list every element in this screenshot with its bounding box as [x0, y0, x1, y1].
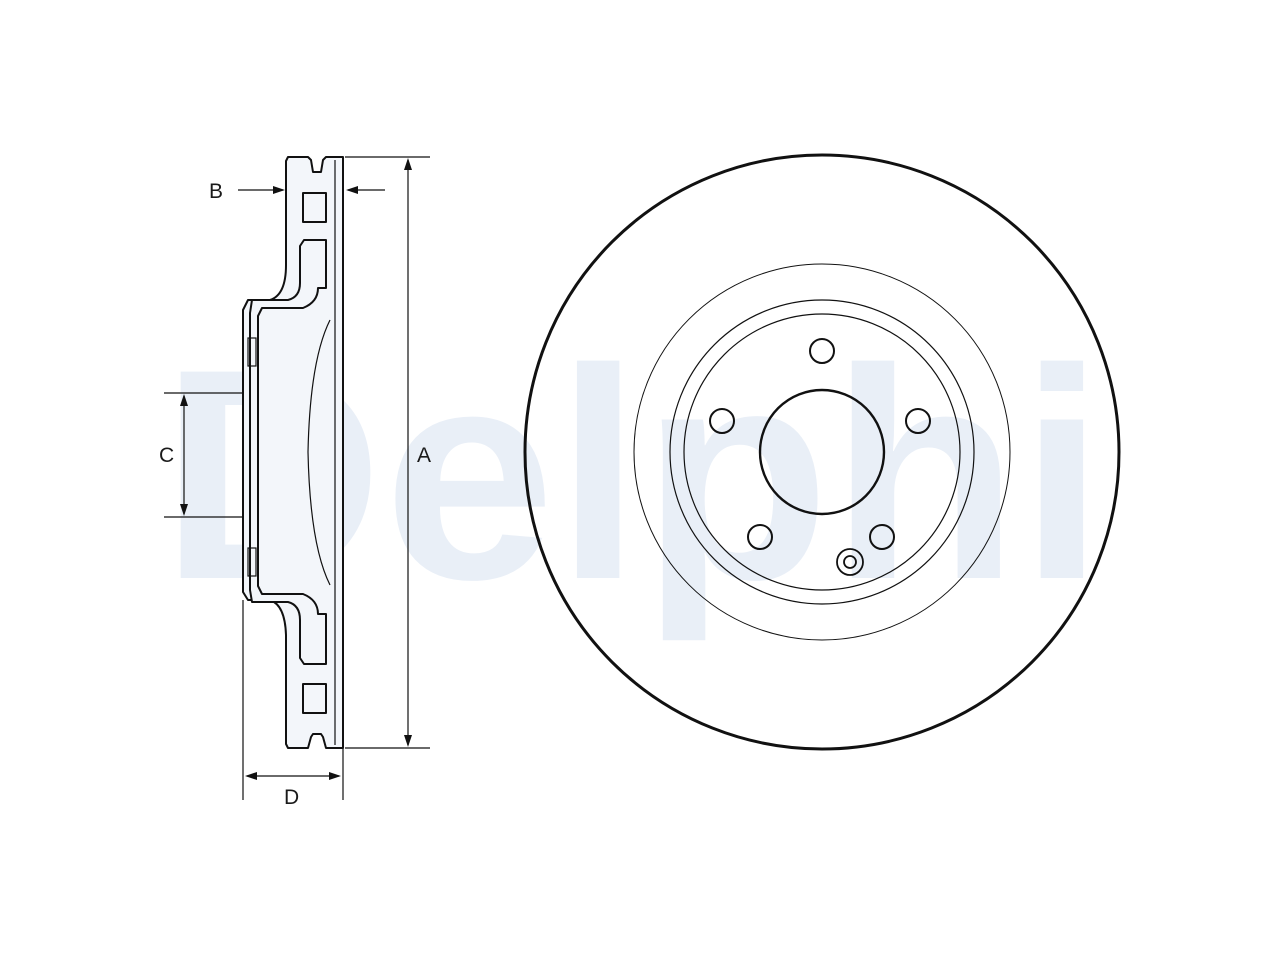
bolt-hole-lower-left: [747, 524, 773, 550]
dim-a-arrow-bottom: [404, 735, 412, 747]
hat-inner-edge: [683, 313, 961, 591]
dim-b-arrowhead-left: [273, 186, 285, 194]
lower-vent: [302, 683, 327, 714]
locating-hole-outer: [836, 548, 864, 576]
hat-outer-edge: [669, 299, 975, 605]
locating-hole-inner: [843, 555, 857, 569]
hub-upper-step: [247, 337, 257, 367]
dim-a-arrow-top: [404, 158, 412, 170]
upper-vent-channel: [249, 239, 327, 665]
bolt-hole-lower-right: [869, 524, 895, 550]
side-section-view: [242, 156, 344, 749]
hat-curve-line: [307, 319, 331, 586]
bolt-hole-upper-right: [905, 408, 931, 434]
dim-label-d: D: [284, 786, 299, 809]
dim-label-b: B: [209, 180, 223, 203]
dim-d-arrow-right: [329, 772, 341, 780]
dim-label-a: A: [417, 444, 431, 467]
dim-c-arrow-top: [180, 394, 188, 406]
dim-b-arrowhead-right: [346, 186, 358, 194]
section-detail-lines: [247, 160, 336, 745]
dimension-arrowheads: [180, 158, 412, 780]
bolt-hole-upper-left: [709, 408, 735, 434]
dim-d-arrow-left: [245, 772, 257, 780]
front-view: [523, 153, 1121, 751]
disc-outer-edge: [523, 153, 1121, 751]
upper-vent: [302, 192, 327, 223]
friction-ring-inner-edge: [633, 263, 1011, 641]
hub-lower-step: [247, 547, 257, 577]
dim-label-c: C: [159, 444, 174, 467]
dim-c-arrow-bottom: [180, 504, 188, 516]
center-bore: [758, 388, 886, 516]
bolt-hole-top: [809, 338, 835, 364]
